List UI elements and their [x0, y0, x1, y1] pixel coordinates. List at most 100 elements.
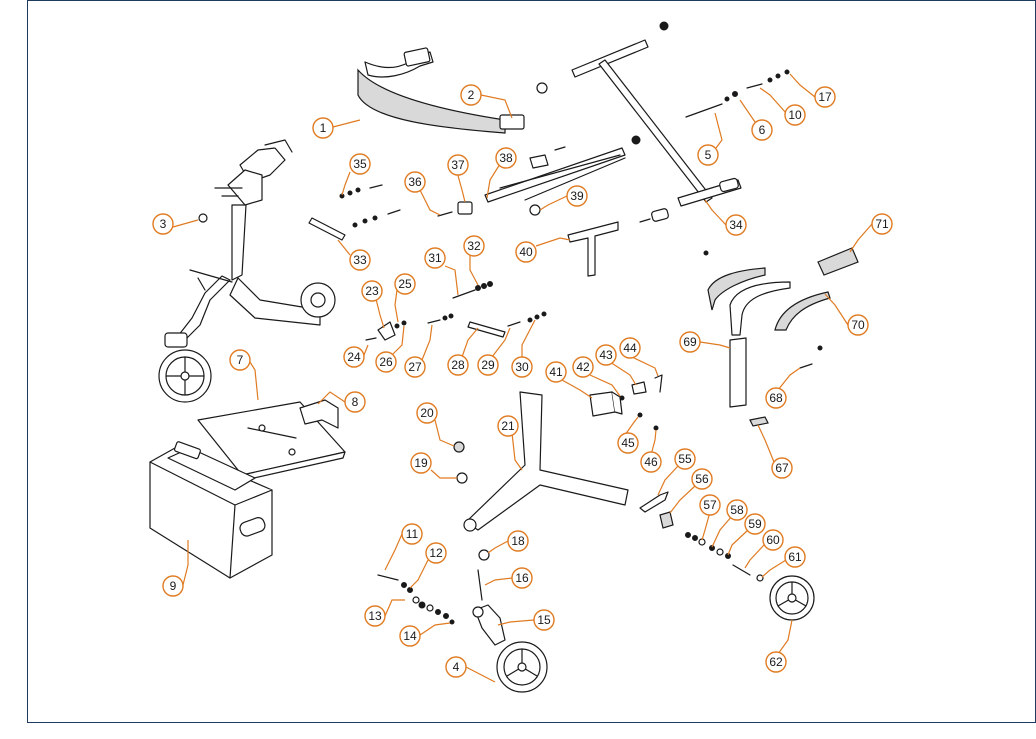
- callout-60[interactable]: 60: [744, 529, 784, 569]
- callout-8[interactable]: 8: [317, 391, 366, 413]
- callout-label: 2: [468, 88, 475, 102]
- callout-13[interactable]: 13: [364, 599, 405, 627]
- callout-label: 17: [818, 90, 832, 104]
- callout-label: 34: [729, 218, 743, 232]
- callout-20[interactable]: 20: [416, 402, 455, 447]
- callout-31[interactable]: 31: [424, 247, 459, 296]
- callout-1[interactable]: 1: [312, 117, 361, 139]
- callout-label: 19: [414, 456, 428, 470]
- callout-67[interactable]: 67: [757, 424, 793, 479]
- callout-40[interactable]: 40: [515, 237, 571, 263]
- callout-label: 71: [875, 217, 889, 231]
- callout-label: 60: [766, 533, 780, 547]
- callout-label: 45: [621, 436, 635, 450]
- callout-55[interactable]: 55: [657, 448, 696, 496]
- callout-26[interactable]: 26: [375, 325, 405, 373]
- callout-label: 7: [237, 353, 244, 367]
- callout-36[interactable]: 36: [404, 171, 441, 216]
- callout-37[interactable]: 37: [447, 154, 469, 203]
- rear-wheel: [769, 575, 815, 621]
- callout-11[interactable]: 11: [384, 523, 423, 571]
- hanger-bracket: [567, 221, 619, 277]
- callout-24[interactable]: 24: [343, 344, 369, 368]
- callout-23[interactable]: 23: [361, 280, 385, 329]
- callout-6[interactable]: 6: [739, 99, 773, 141]
- callout-19[interactable]: 19: [410, 452, 457, 479]
- callout-21[interactable]: 21: [497, 415, 523, 471]
- handle-grip: [817, 247, 859, 276]
- callout-41[interactable]: 41: [545, 361, 593, 399]
- washers-upper-right: [724, 69, 790, 102]
- callout-label: 11: [406, 527, 419, 541]
- side-strip: [729, 337, 747, 408]
- washer-part: [456, 472, 468, 484]
- callout-16[interactable]: 16: [484, 567, 533, 589]
- callout-29[interactable]: 29: [477, 327, 511, 376]
- callout-label: 68: [769, 391, 783, 405]
- callout-4[interactable]: 4: [445, 656, 496, 683]
- callout-18[interactable]: 18: [487, 530, 529, 554]
- callout-61[interactable]: 61: [761, 546, 806, 578]
- top-washer: [478, 549, 490, 561]
- callout-3[interactable]: 3: [152, 213, 199, 235]
- callout-70[interactable]: 70: [824, 293, 869, 336]
- knob-part: [198, 213, 208, 223]
- callout-45[interactable]: 45: [617, 416, 639, 454]
- callout-label: 30: [515, 360, 529, 374]
- callout-68[interactable]: 68: [765, 367, 801, 409]
- callout-label: 3: [160, 217, 167, 231]
- callout-28[interactable]: 28: [447, 327, 479, 376]
- callout-27[interactable]: 27: [404, 324, 433, 378]
- callout-32[interactable]: 32: [463, 235, 485, 286]
- callout-label: 13: [368, 609, 382, 623]
- callout-58[interactable]: 58: [711, 499, 748, 548]
- callout-14[interactable]: 14: [399, 622, 451, 647]
- callout-7[interactable]: 7: [229, 349, 259, 401]
- callout-label: 58: [730, 503, 744, 517]
- brake-parts: [619, 374, 663, 431]
- screw-68: [799, 363, 813, 369]
- callout-12[interactable]: 12: [409, 542, 447, 589]
- callout-25[interactable]: 25: [394, 273, 416, 323]
- callout-label: 18: [511, 534, 525, 548]
- rod-bundle: [484, 146, 626, 203]
- callout-label: 16: [515, 571, 529, 585]
- callout-5[interactable]: 5: [697, 112, 723, 166]
- tube-part: [719, 177, 739, 193]
- callout-label: 32: [467, 239, 481, 253]
- callout-2[interactable]: 2: [460, 84, 513, 119]
- callout-label: 67: [775, 461, 789, 475]
- callout-label: 70: [851, 318, 865, 332]
- callout-label: 21: [501, 419, 515, 433]
- callout-43[interactable]: 43: [595, 344, 637, 386]
- callout-57[interactable]: 57: [699, 494, 721, 541]
- callout-42[interactable]: 42: [572, 356, 621, 397]
- callout-9[interactable]: 9: [162, 540, 189, 597]
- callout-34[interactable]: 34: [704, 199, 747, 236]
- callout-label: 27: [408, 360, 422, 374]
- callout-17[interactable]: 17: [789, 73, 836, 108]
- callout-38[interactable]: 38: [486, 147, 517, 199]
- callout-label: 61: [788, 550, 802, 564]
- callout-label: 35: [353, 157, 367, 171]
- callout-label: 59: [748, 517, 762, 531]
- callout-10[interactable]: 10: [759, 87, 806, 126]
- link-plate-28: [467, 321, 506, 338]
- callout-62[interactable]: 62: [765, 619, 793, 673]
- callout-label: 56: [695, 472, 709, 486]
- callout-label: 37: [451, 158, 465, 172]
- callout-15[interactable]: 15: [497, 609, 555, 631]
- cap-part-2: [536, 82, 548, 94]
- callout-35[interactable]: 35: [341, 153, 371, 196]
- callout-69[interactable]: 69: [679, 331, 731, 353]
- callout-33[interactable]: 33: [337, 239, 371, 271]
- callout-44[interactable]: 44: [619, 337, 659, 377]
- callout-71[interactable]: 71: [849, 213, 893, 253]
- callout-59[interactable]: 59: [727, 513, 766, 556]
- callout-30[interactable]: 30: [511, 319, 536, 378]
- callout-56[interactable]: 56: [669, 468, 713, 514]
- callout-39[interactable]: 39: [539, 185, 588, 211]
- callout-46[interactable]: 46: [640, 429, 662, 473]
- callout-label: 62: [769, 655, 783, 669]
